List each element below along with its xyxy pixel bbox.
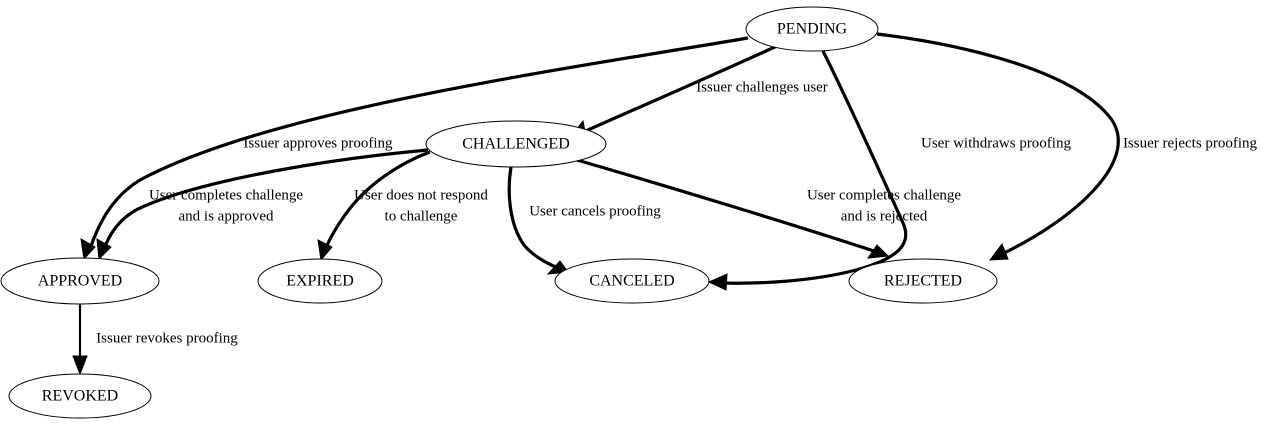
edge-pending-approved-path [88, 36, 749, 250]
edge-approved-revoked: Issuer revokes proofing [72, 304, 238, 376]
node-canceled-shape[interactable] [554, 258, 710, 304]
node-approved[interactable]: APPROVED [0, 257, 160, 305]
node-pending[interactable]: PENDING [745, 6, 879, 52]
edge-challenged-expired-label-line2: to challenge [385, 208, 458, 224]
edge-pending-rejected-arrowhead [988, 242, 1009, 261]
node-challenged-shape[interactable] [425, 120, 607, 168]
edge-challenged-canceled: User cancels proofing [507, 166, 661, 275]
edge-approved-revoked-arrowhead [72, 355, 88, 376]
edge-challenged-rejected-label-line1: User completes challenge [807, 187, 961, 203]
edge-challenged-approved: User completes challenge and is approved [96, 148, 429, 261]
edge-challenged-rejected-path [569, 156, 878, 254]
edge-pending-rejected: Issuer rejects proofing [876, 32, 1258, 261]
edge-challenged-canceled-label: User cancels proofing [529, 203, 661, 219]
node-rejected[interactable]: REJECTED [848, 258, 998, 304]
edge-challenged-expired-label-line1: User does not respond [354, 187, 488, 203]
node-rejected-label: REJECTED [884, 273, 962, 290]
edge-challenged-rejected-label-line2: and is rejected [841, 208, 928, 224]
node-challenged-label: CHALLENGED [462, 136, 570, 153]
edge-pending-challenged-label: Issuer challenges user [696, 79, 828, 95]
node-rejected-shape[interactable] [848, 258, 998, 304]
node-challenged[interactable]: CHALLENGED [425, 120, 607, 168]
node-expired[interactable]: EXPIRED [257, 258, 383, 304]
node-revoked-label: REVOKED [42, 388, 118, 405]
edge-pending-canceled-label: User withdraws proofing [921, 135, 1071, 151]
edge-challenged-approved-path [102, 148, 429, 250]
edge-pending-approved-arrowhead [80, 238, 96, 261]
edge-pending-challenged-path [580, 44, 778, 135]
edge-pending-canceled-arrowhead [707, 273, 728, 291]
edge-pending-rejected-label: Issuer rejects proofing [1123, 135, 1258, 151]
edge-challenged-expired: User does not respond to challenge [317, 150, 488, 262]
edge-challenged-approved-arrowhead [96, 238, 112, 261]
edge-challenged-rejected: User completes challenge and is rejected [569, 156, 961, 259]
edge-pending-approved-label: Issuer approves proofing [243, 135, 393, 151]
edge-approved-revoked-label: Issuer revokes proofing [96, 330, 238, 346]
node-revoked-shape[interactable] [8, 373, 152, 419]
node-pending-label: PENDING [777, 21, 848, 38]
edge-pending-canceled-path [719, 50, 908, 285]
edge-challenged-rejected-arrowhead [866, 244, 890, 259]
node-approved-label: APPROVED [38, 273, 122, 290]
edge-challenged-expired-path [323, 150, 431, 251]
node-canceled[interactable]: CANCELED [554, 258, 710, 304]
node-expired-shape[interactable] [257, 258, 383, 304]
node-pending-shape[interactable] [745, 6, 879, 52]
edge-pending-rejected-path [876, 32, 1120, 257]
edge-challenged-approved-label-line2: and is approved [179, 208, 274, 224]
node-approved-shape[interactable] [0, 257, 160, 305]
edge-challenged-approved-label-line1: User completes challenge [149, 187, 303, 203]
node-expired-label: EXPIRED [286, 273, 354, 290]
edge-challenged-expired-arrowhead [317, 239, 333, 262]
node-revoked[interactable]: REVOKED [8, 373, 152, 419]
node-canceled-label: CANCELED [589, 273, 674, 290]
edge-challenged-canceled-path [507, 166, 559, 270]
edge-pending-approved: Issuer approves proofing [80, 36, 749, 261]
edge-pending-canceled: User withdraws proofing [707, 50, 1071, 291]
